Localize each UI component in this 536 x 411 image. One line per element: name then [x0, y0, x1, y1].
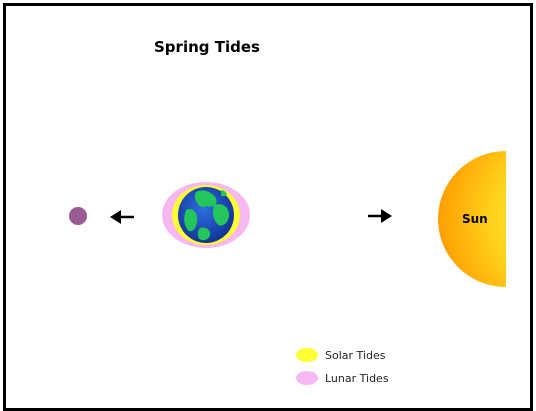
- arrow-left-icon: [110, 210, 134, 224]
- diagram-title: Spring Tides: [154, 38, 260, 56]
- legend: Solar Tides Lunar Tides: [296, 348, 389, 385]
- earth-land: [184, 190, 229, 241]
- legend-label-solar: Solar Tides: [325, 349, 386, 362]
- sun-label: Sun: [462, 212, 488, 226]
- legend-label-lunar: Lunar Tides: [325, 372, 389, 385]
- arrow-right-icon: [368, 209, 392, 223]
- legend-item-solar: Solar Tides: [296, 348, 386, 362]
- lunar-swatch: [296, 371, 318, 385]
- moon: [69, 207, 87, 225]
- solar-swatch: [296, 348, 318, 362]
- legend-item-lunar: Lunar Tides: [296, 371, 389, 385]
- earth-group: [162, 182, 250, 248]
- sun: Sun: [438, 151, 506, 287]
